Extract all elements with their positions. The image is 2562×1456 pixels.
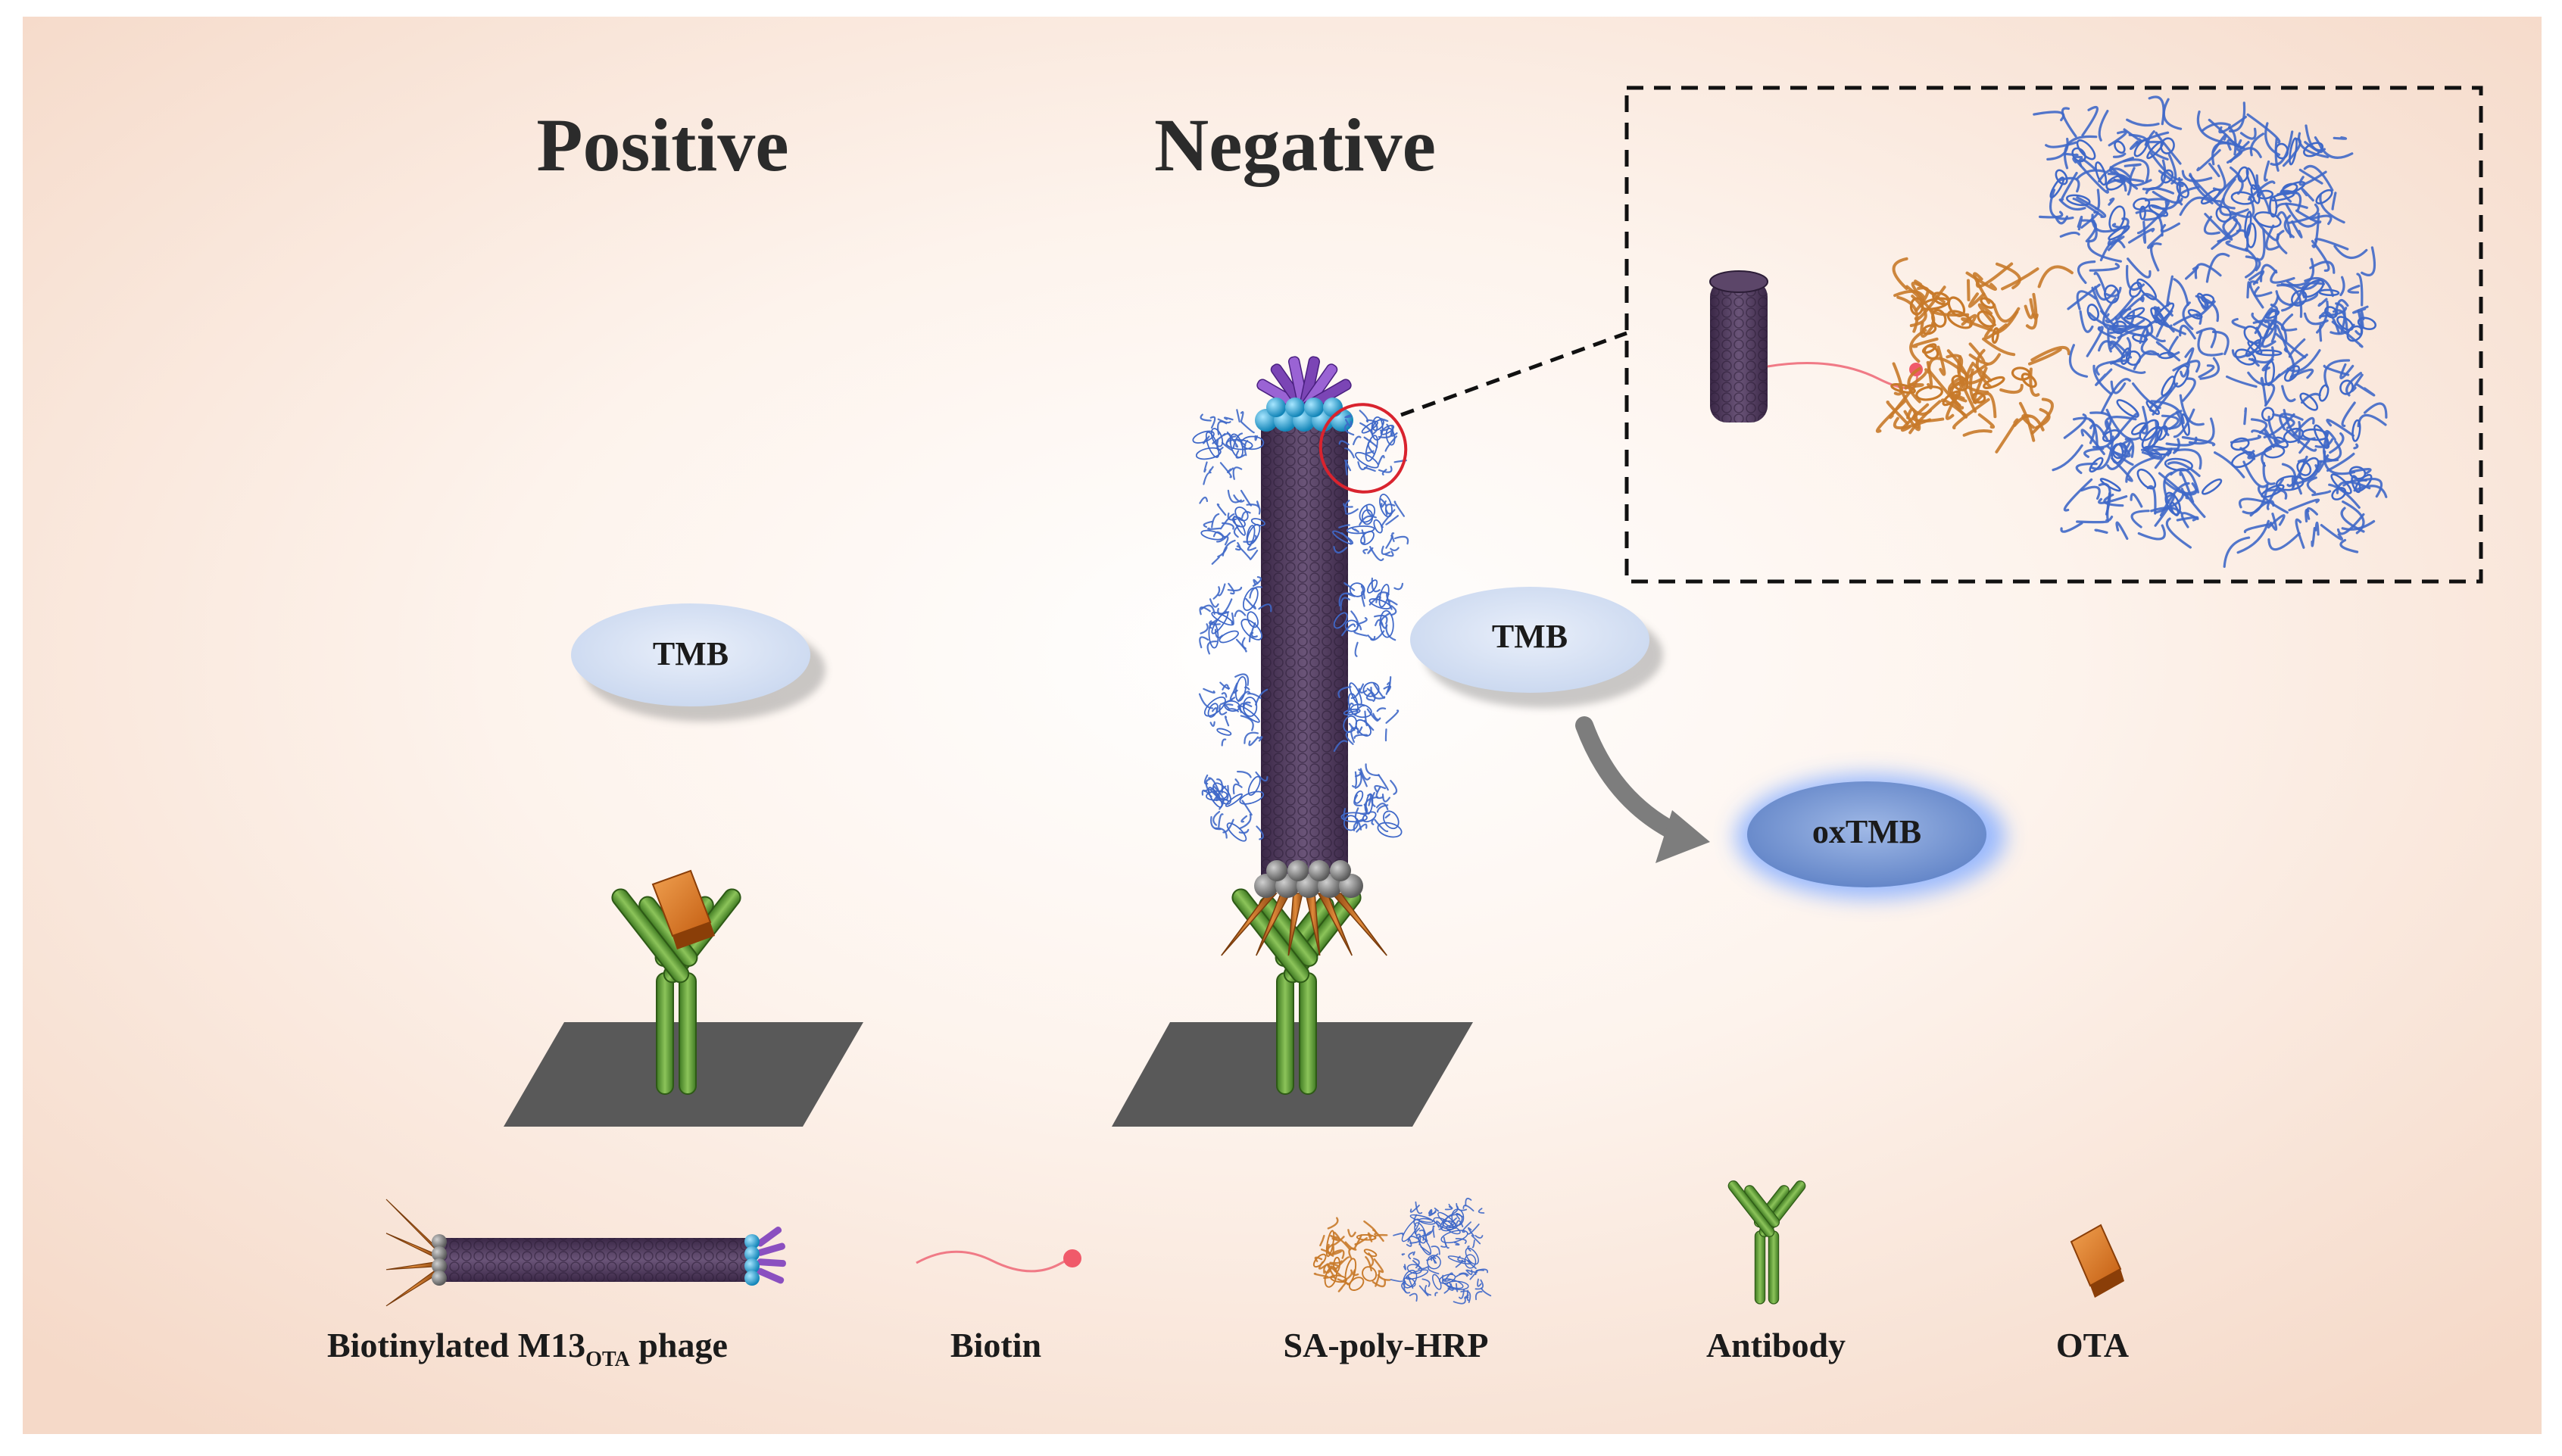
oxidation-arrow [1575,716,1710,863]
legend-biotin-icon [916,1249,1081,1273]
sa-poly-hrp-decorations [1192,409,1409,842]
tmb-left-ellipse [571,603,810,706]
inset-streptavidin [1875,257,2074,454]
zoom-inset-box [1624,86,2483,584]
legend-antibody-label: Antibody [1706,1326,1846,1364]
phage-body-vertical [1261,420,1348,890]
oxtmb-label: oxTMB [1812,813,1921,850]
inset-poly-hrp [2033,95,2388,568]
inset-phage-segment [1709,270,1768,422]
legend-hrp-icon [1390,1197,1492,1305]
heading-positive: Positive [536,103,788,187]
phage-cap-beads [1255,398,1353,432]
ota-molecule-bound [651,869,715,949]
heading-negative: Negative [1154,103,1436,187]
highlight-circle [1318,403,1408,494]
legend-biotin-label: Biotin [950,1326,1041,1364]
legend: Biotinylated M13OTA phage Biotin SA-poly… [327,1180,2129,1371]
antibody-negative [1231,888,1362,1095]
phage-tail-fibers [1221,893,1387,956]
legend-ota-label: OTA [2056,1326,2129,1364]
legend-sa-hrp-label: SA-poly-HRP [1284,1326,1489,1364]
phage-tail-beads [1254,860,1363,898]
tmb-right-ellipse [1410,587,1649,693]
legend-phage-icon [385,1199,786,1307]
legend-ota-icon [2070,1224,2124,1298]
legend-antibody-icon [1727,1180,1806,1305]
legend-phage-label: Biotinylated M13OTA phage [327,1326,728,1371]
legend-streptavidin-icon [1312,1217,1391,1292]
tmb-right-label: TMB [1492,618,1568,655]
oxtmb-ellipse [1747,781,1986,887]
zoom-connector-line [1400,331,1627,417]
tmb-left-label: TMB [653,635,729,672]
